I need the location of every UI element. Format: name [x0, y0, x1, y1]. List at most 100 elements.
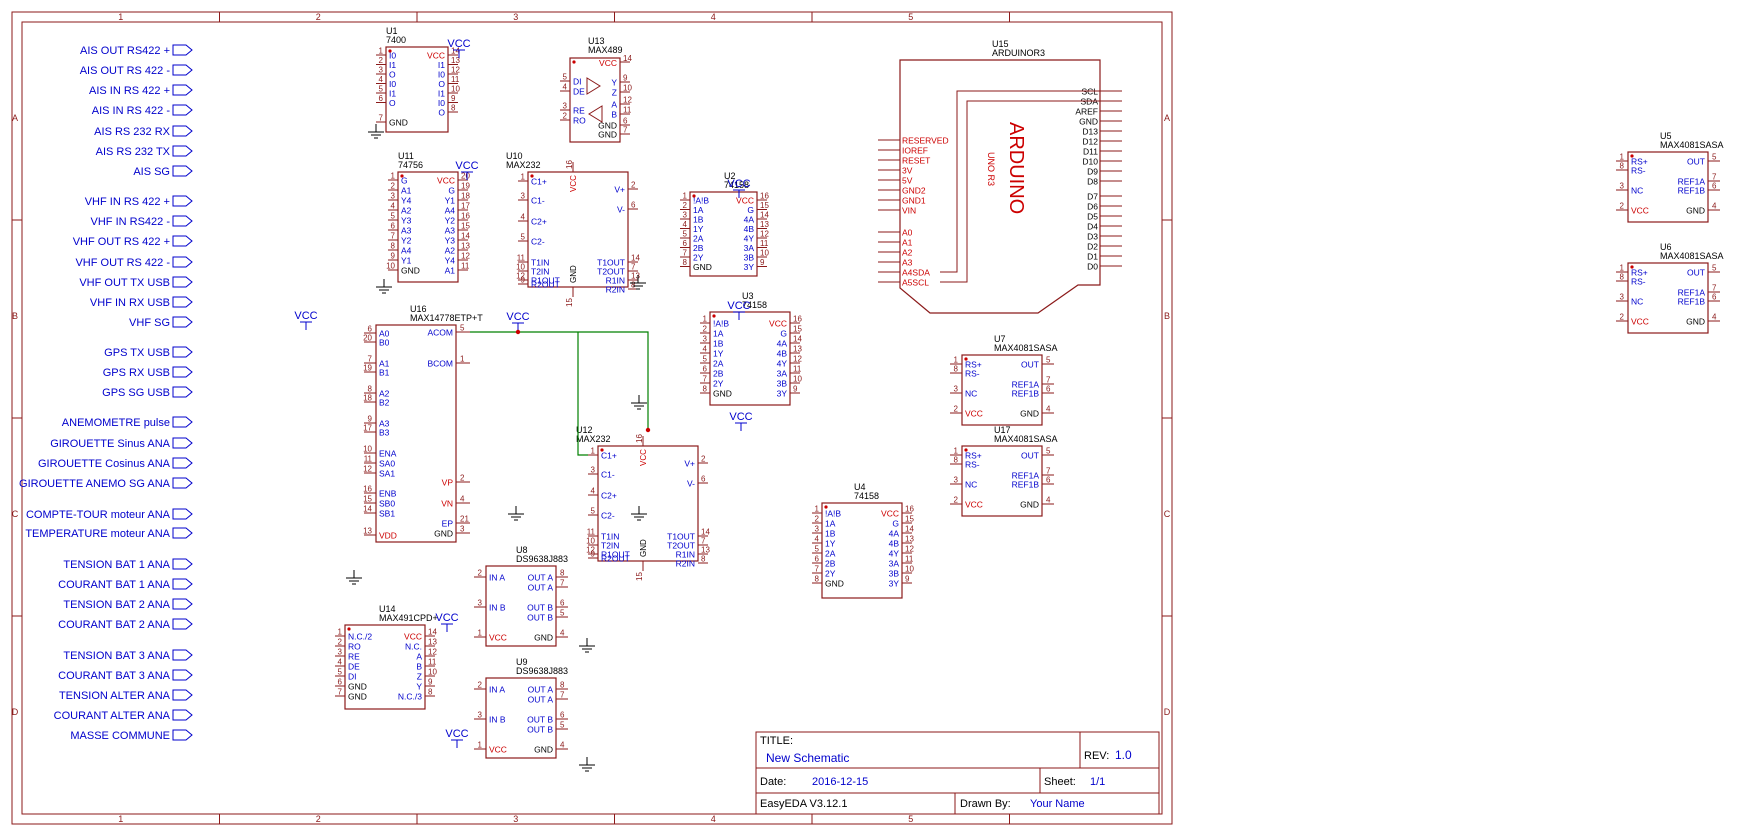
port-arrow-icon	[172, 316, 193, 328]
pin-name: 1A	[713, 329, 724, 339]
port-label: MASSE COMMUNE	[70, 730, 170, 742]
reference-designator: U6	[1660, 242, 1672, 252]
pin-number: 1	[1620, 264, 1625, 273]
pin-name: D11	[1083, 147, 1098, 157]
pin-name: AREF	[1075, 107, 1098, 117]
pin-number: 14	[428, 628, 437, 637]
pin-number: 7	[1712, 284, 1717, 293]
pin-number: 7	[1046, 376, 1051, 385]
pin-number: 4	[1046, 496, 1051, 505]
pin-number: 3	[815, 525, 820, 534]
component-u12[interactable]: U12MAX232C1+1C1-3C2+4C2-5T1IN11T2IN10R1O…	[576, 425, 710, 581]
pin-name: 4Y	[777, 359, 788, 369]
pin-name: G	[747, 205, 754, 215]
pin-number: 11	[461, 262, 470, 271]
reference-designator: U7	[994, 334, 1006, 344]
sheet-value: 1/1	[1090, 776, 1105, 788]
component-body	[597, 445, 699, 562]
pin-name: A	[611, 100, 617, 110]
pin-name: R2IN	[606, 285, 625, 295]
pin-number: 3	[591, 466, 596, 475]
pin-name: ENB	[379, 489, 397, 499]
pin-name: 5V	[902, 176, 913, 186]
pin-number: 7	[560, 691, 565, 700]
pin-name: GND	[434, 529, 453, 539]
port-label: COMPTE-TOUR moteur ANA	[26, 509, 171, 521]
pin-number: 9	[905, 575, 910, 584]
pin-name: EP	[442, 519, 454, 529]
pin-number: 4	[591, 487, 596, 496]
pin-number: 5	[683, 230, 688, 239]
component-u14[interactable]: U14MAX491CPD+N.C./21RO2RE3DE4DI5GND6GND7…	[335, 604, 438, 710]
pin-name: GND	[534, 745, 553, 755]
pin-number: 8	[683, 258, 688, 267]
port-label: GIROUETTE ANEMO SG ANA	[19, 478, 171, 490]
pin-number: 4	[460, 495, 465, 504]
pin-name: 4Y	[744, 234, 755, 244]
port-arrow-icon	[172, 578, 193, 590]
pin-name: 4B	[744, 224, 755, 234]
pin-name: GND	[348, 682, 367, 692]
pin-name: A2	[401, 206, 412, 216]
pin-name: A3	[445, 226, 456, 236]
pin1-marker-icon	[692, 194, 696, 198]
pin-name: OUT	[1021, 451, 1039, 461]
pin-number: 3	[1620, 182, 1625, 191]
pin-number: 4	[391, 202, 396, 211]
pin-number: 9	[391, 252, 396, 261]
pin-name: RESERVED	[902, 136, 949, 146]
pin-number: 11	[364, 455, 373, 464]
pin-name: GND	[389, 118, 408, 128]
vcc-label: VCC	[729, 411, 752, 423]
pin-name: A4SDA	[902, 268, 930, 278]
pin1-marker-icon	[530, 174, 534, 178]
vcc-label: VCC	[506, 311, 529, 323]
pin-number: 1	[591, 447, 596, 456]
pin-name: GND	[348, 692, 367, 702]
rev-value: 1.0	[1115, 748, 1132, 762]
component-u16[interactable]: U16MAX14778ETP+TA06B020A17B119A28B218A39…	[363, 304, 483, 543]
port-arrow-icon	[172, 386, 193, 398]
pin-number: 10	[793, 375, 802, 384]
pin-name: SB1	[379, 509, 395, 519]
pin-number: 15	[635, 572, 644, 581]
pin-number: 14	[760, 211, 769, 220]
port-arrow-icon	[172, 527, 193, 539]
port-label: TENSION ALTER ANA	[59, 690, 171, 702]
pin-name: Z	[612, 88, 617, 98]
pin-number: 8	[428, 688, 433, 697]
pin-number: 8	[1620, 162, 1625, 171]
pin-name: Y1	[401, 256, 412, 266]
port-label: TENSION BAT 3 ANA	[63, 650, 170, 662]
pin-name: DI	[573, 77, 582, 87]
reference-designator: U14	[379, 604, 396, 614]
pin-number: 13	[451, 56, 460, 65]
pin-name: G	[448, 186, 455, 196]
pin-name: VCC	[404, 632, 422, 642]
component-u10[interactable]: U10MAX232C1+1C1-3C2+4C2-5T1IN11T2IN10R1O…	[506, 151, 640, 307]
part-number: 74756	[398, 160, 423, 170]
pin-number: 14	[631, 254, 640, 263]
port-arrow-icon	[172, 44, 193, 56]
port-label: GPS TX USB	[104, 347, 170, 359]
pin-number: 12	[451, 66, 460, 75]
pin-name: A4	[401, 246, 412, 256]
pin-name: D6	[1087, 202, 1098, 212]
pin-number: 11	[517, 254, 526, 263]
port-arrow-icon	[172, 508, 193, 520]
component-u11[interactable]: U1174756G1A12Y43A24Y35A36Y27A48Y19GND10V…	[386, 151, 470, 283]
